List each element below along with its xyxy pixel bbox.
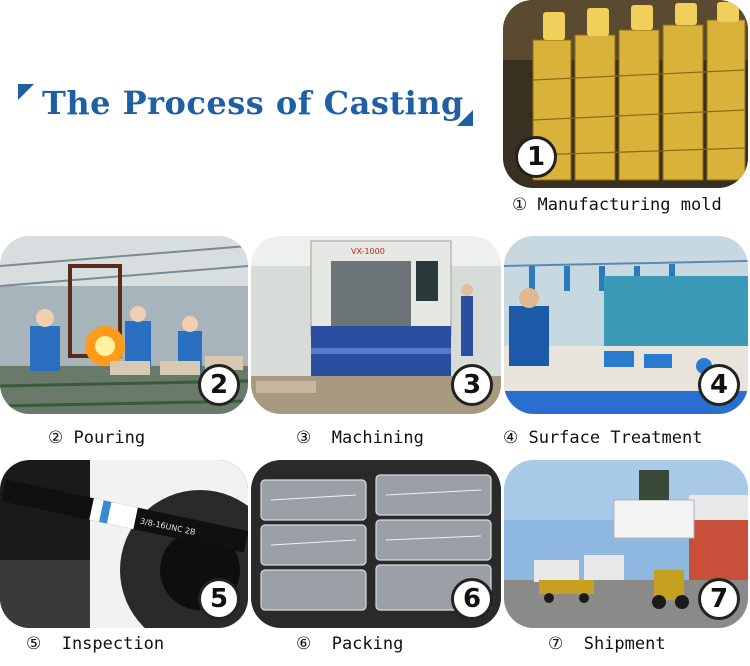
step-caption: ⑥ Packing (296, 634, 404, 654)
step-caption: ③ Machining (296, 428, 424, 448)
page-title: The Process of Casting (42, 84, 464, 122)
step-number-badge: 3 (451, 364, 493, 406)
step-number-badge: 2 (198, 364, 240, 406)
step-caption: ② Pouring (48, 428, 146, 448)
step-number-badge: 5 (198, 578, 240, 620)
photo-manufacturing-mold: 1 (503, 0, 748, 188)
step-caption: ⑤ Inspection (26, 634, 165, 654)
machine-brand-label: VX-1000 (351, 247, 385, 256)
step-number-badge: 4 (698, 364, 740, 406)
step-caption: ⑦ Shipment (548, 634, 666, 654)
photo-shipment: 7 (504, 460, 748, 628)
page-title-block: The Process of Casting (18, 80, 473, 126)
step-caption: ① Manufacturing mold (512, 195, 722, 215)
photo-machining: VX-1000 3 (251, 236, 501, 414)
step-number-badge: 7 (698, 578, 740, 620)
photo-inspection: 3/8-16UNC 2B 5 (0, 460, 248, 628)
photo-packing: 6 (251, 460, 501, 628)
step-number-badge: 6 (451, 578, 493, 620)
step-caption: ④ Surface Treatment (503, 428, 703, 448)
photo-pouring: 2 (0, 236, 248, 414)
title-corner-mark (18, 84, 34, 100)
photo-surface-treatment: 4 (504, 236, 748, 414)
title-corner-mark (457, 110, 473, 126)
step-number-badge: 1 (515, 136, 557, 178)
